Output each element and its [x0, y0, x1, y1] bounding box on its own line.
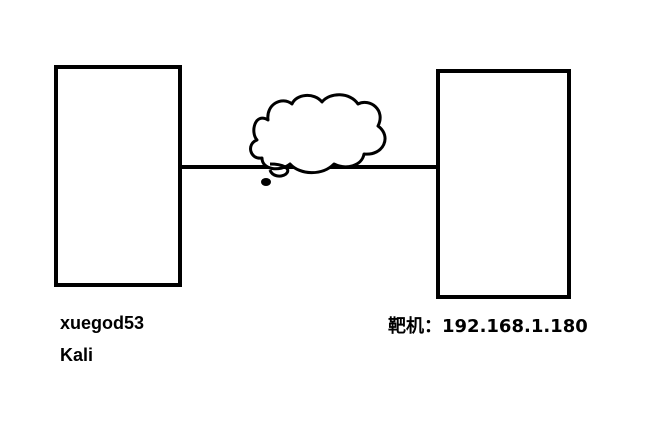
- cloud-icon: [249, 93, 387, 186]
- left-machine-box: [54, 65, 182, 287]
- target-machine-label: 靶机：192.168.1.180: [388, 316, 588, 337]
- right-machine-box: [436, 69, 571, 299]
- left-machine-hostname: xuegod53: [60, 313, 145, 333]
- left-machine-os: Kali: [60, 345, 94, 365]
